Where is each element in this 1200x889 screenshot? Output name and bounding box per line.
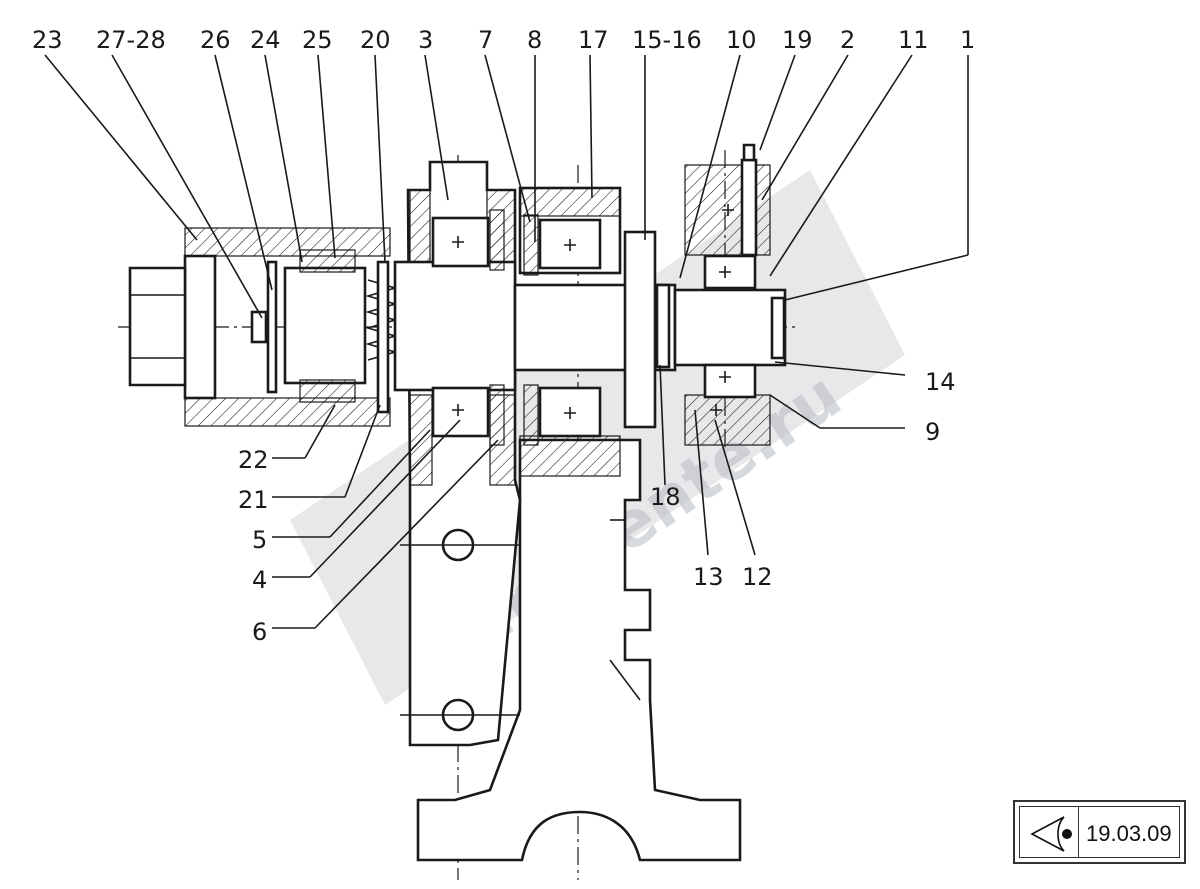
callout-6: 6: [252, 618, 267, 646]
coupling-housing: [128, 227, 398, 427]
callout-7: 7: [478, 26, 493, 54]
callouts-top: 23 27-28 26 24 25 20 3 7 8 17 15-16 10 1…: [32, 26, 975, 54]
callouts-bottom-left: 22 21 5 4 6: [238, 446, 269, 646]
spacer-18: [655, 283, 671, 369]
callout-12: 12: [742, 563, 773, 591]
callout-3: 3: [418, 26, 433, 54]
callout-5: 5: [252, 526, 267, 554]
callout-1: 1: [960, 26, 975, 54]
callouts-right: 14 9: [925, 368, 956, 446]
callout-17: 17: [578, 26, 609, 54]
bearing-housing-17: [518, 186, 622, 477]
leader-lines: [44, 54, 969, 629]
callout-13: 13: [693, 563, 724, 591]
callout-10: 10: [726, 26, 757, 54]
callout-9: 9: [925, 418, 940, 446]
callout-25: 25: [302, 26, 333, 54]
callout-23: 23: [32, 26, 63, 54]
callout-11: 11: [898, 26, 929, 54]
callout-4: 4: [252, 566, 267, 594]
callout-26: 26: [200, 26, 231, 54]
pedestal: [416, 438, 742, 862]
callout-8: 8: [527, 26, 542, 54]
reference-date: 19.03.09: [1086, 821, 1172, 846]
callout-14: 14: [925, 368, 956, 396]
reference-inner: 19.03.09: [1019, 806, 1180, 858]
callout-15-16: 15-16: [632, 26, 702, 54]
callouts-bottom-mid: 18 13 12: [650, 483, 773, 591]
callout-20: 20: [360, 26, 391, 54]
callout-27-28: 27-28: [96, 26, 166, 54]
eye-view-icon: [1020, 807, 1079, 857]
center-marks: [452, 204, 734, 419]
callout-18: 18: [650, 483, 681, 511]
reference-box: 19.03.09: [1013, 800, 1186, 864]
callout-21: 21: [238, 486, 269, 514]
callout-22: 22: [238, 446, 269, 474]
callout-24: 24: [250, 26, 281, 54]
disc-15-16: [623, 230, 657, 429]
callout-2: 2: [840, 26, 855, 54]
callout-19: 19: [782, 26, 813, 54]
bearing-arm: [431, 209, 505, 446]
